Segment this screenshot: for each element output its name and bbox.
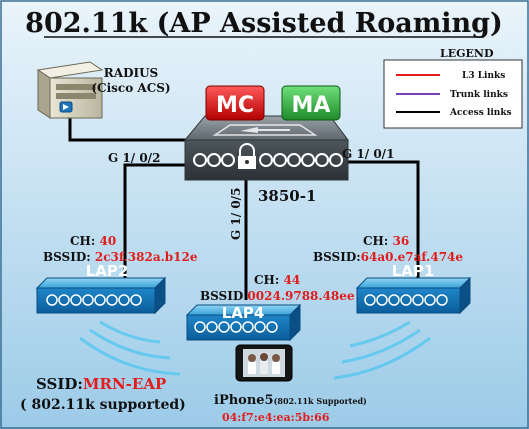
lap4-ch-label: CH: 44 xyxy=(254,273,300,287)
port-right-label: G 1/ 0/1 xyxy=(342,147,394,161)
ma-badge-label: MA xyxy=(292,93,331,118)
lap4-name: LAP4 xyxy=(222,304,265,322)
ma-badge: MA xyxy=(281,85,341,121)
lap1-name: LAP1 xyxy=(392,262,435,280)
legend-box: L3 Links Trunk links Access links xyxy=(383,59,523,129)
lap1-ch-label: CH: 36 xyxy=(363,234,409,248)
lap1-access-point-icon[interactable]: LAP1 xyxy=(355,262,472,315)
radius-sublabel: (Cisco ACS) xyxy=(91,81,170,95)
lap2-link xyxy=(123,163,190,278)
lap4-access-point-icon[interactable]: LAP4 xyxy=(185,303,302,342)
lap2-name: LAP2 xyxy=(86,262,129,280)
switch-3850-icon[interactable] xyxy=(183,115,349,181)
client-mac-label: 04:f7:e4:ea:5b:66 xyxy=(222,411,330,424)
mc-badge: MC xyxy=(205,85,265,121)
mc-badge-label: MC xyxy=(216,93,254,118)
client-name-label: iPhone5(802.11k Supported) xyxy=(214,393,367,408)
legend-label-access: Access links xyxy=(449,108,512,118)
lap1-link xyxy=(320,160,420,278)
lap2-ch-label: CH: 40 xyxy=(70,234,116,248)
legend-title: LEGEND xyxy=(440,47,494,60)
port-center-label: G 1/ 0/5 xyxy=(229,188,243,240)
diagram-title: 802.11k (AP Assisted Roaming) xyxy=(25,8,503,39)
port-left-label: G 1/ 0/2 xyxy=(108,151,160,165)
lap1-wireless-waves-icon xyxy=(333,320,431,380)
iphone5-client-icon[interactable] xyxy=(235,344,293,382)
radius-server-icon[interactable] xyxy=(36,61,104,119)
ssid-label: SSID:MRN-EAP xyxy=(36,375,166,393)
switch-name: 3850-1 xyxy=(258,187,316,205)
lap2-bssid-label: BSSID: 2c3f.382a.b12e xyxy=(43,250,198,264)
lap2-access-point-icon[interactable]: LAP2 xyxy=(35,262,167,315)
access-links xyxy=(68,110,420,300)
radius-link xyxy=(68,110,200,142)
ssid-note: ( 802.11k supported) xyxy=(20,397,186,413)
lock-icon xyxy=(238,143,256,169)
lap4-bssid-label: BSSID 0024.9788.48ee xyxy=(200,289,355,303)
radius-label: RADIUS xyxy=(104,66,158,80)
lap2-wireless-waves-icon xyxy=(79,320,181,376)
legend-label-l3: L3 Links xyxy=(462,71,505,81)
legend-label-trunk: Trunk links xyxy=(450,90,508,100)
lap1-bssid-label: BSSID:64a0.e7af.474e xyxy=(313,250,463,264)
